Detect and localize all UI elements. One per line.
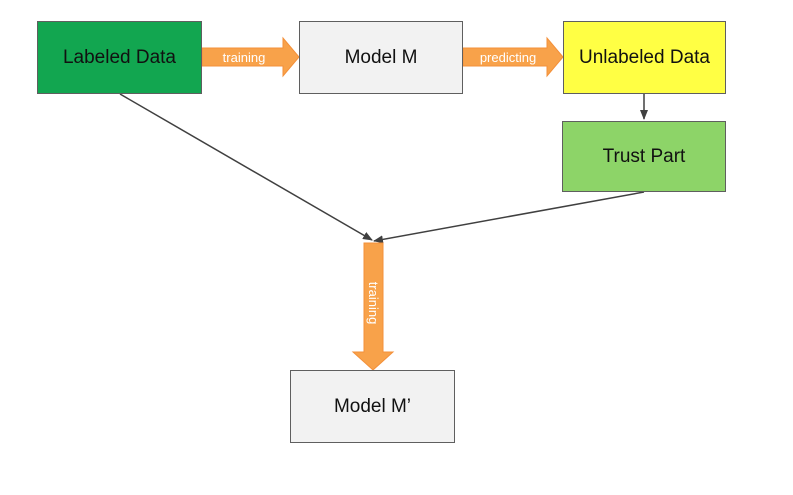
labeled-data-label: Labeled Data xyxy=(62,46,177,68)
predicting-arrow-label: predicting xyxy=(480,50,536,65)
training-arrow-top xyxy=(201,36,300,78)
training-arrow-bottom-label: training xyxy=(366,282,381,325)
connector-trust-to-merge xyxy=(373,191,645,244)
training-arrow-top-label: training xyxy=(223,50,266,65)
training-arrow-bottom xyxy=(351,242,395,371)
labeled-data-box: Labeled Data xyxy=(37,21,202,94)
model-m-prime-label: Model M’ xyxy=(333,395,412,417)
model-m-box: Model M xyxy=(299,21,463,94)
model-m-label: Model M xyxy=(344,46,418,68)
unlabeled-data-box: Unlabeled Data xyxy=(563,21,726,94)
predicting-arrow xyxy=(462,36,564,78)
model-m-prime-box: Model M’ xyxy=(290,370,455,443)
connector-labeled-to-merge xyxy=(119,93,373,241)
trust-part-box: Trust Part xyxy=(562,121,726,192)
trust-part-label: Trust Part xyxy=(602,145,686,167)
unlabeled-data-label: Unlabeled Data xyxy=(579,46,710,68)
